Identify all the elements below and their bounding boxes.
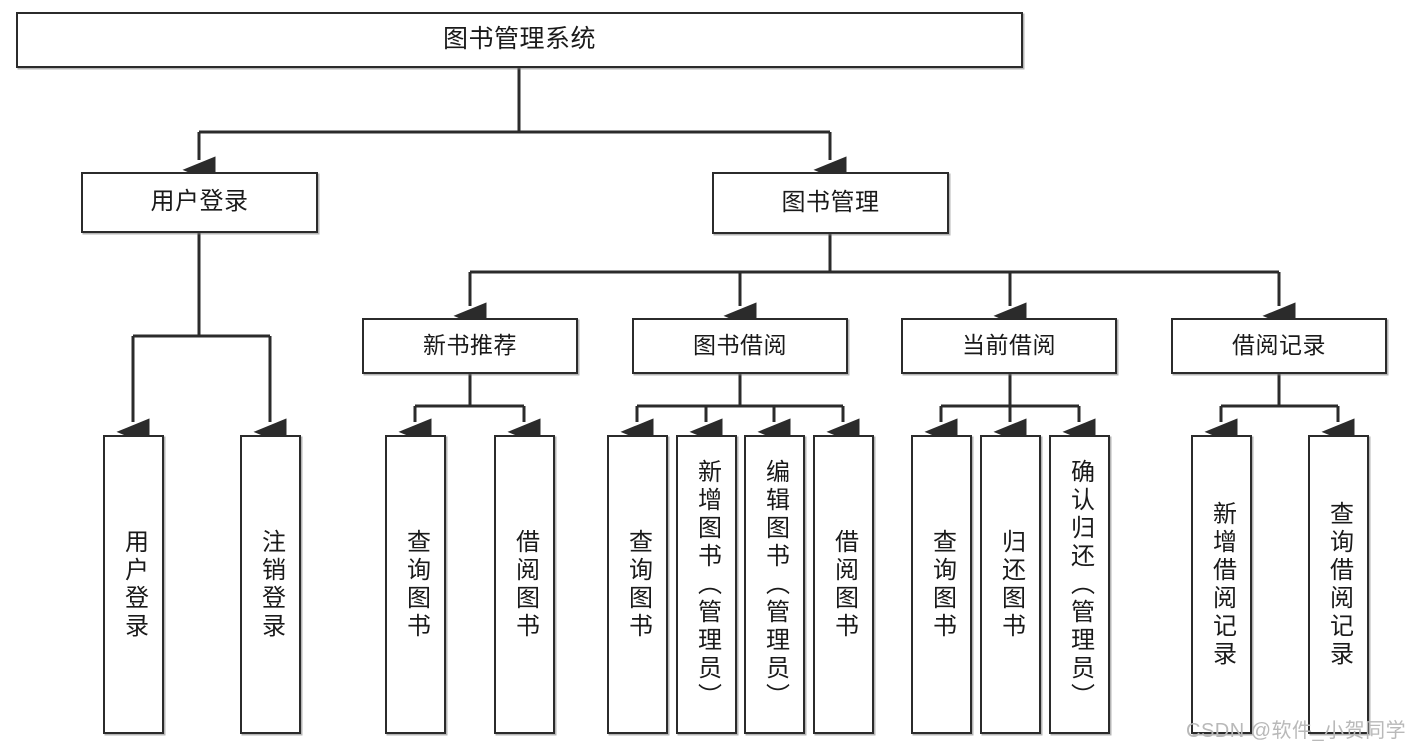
node-label: 借阅图书 bbox=[511, 528, 539, 641]
leaf-edit-book-admin[interactable]: 编辑图书（管理员） bbox=[744, 435, 805, 734]
node-label: 用户登录 bbox=[150, 188, 249, 216]
node-label: 归还图书 bbox=[997, 528, 1025, 641]
leaf-query-books-borrow[interactable]: 查询图书 bbox=[607, 435, 668, 734]
leaf-query-books-recommend[interactable]: 查询图书 bbox=[385, 435, 446, 734]
node-current-borrow[interactable]: 当前借阅 bbox=[901, 318, 1117, 374]
leaf-borrow-books-recommend[interactable]: 借阅图书 bbox=[494, 435, 555, 734]
leaf-logout[interactable]: 注销登录 bbox=[240, 435, 301, 734]
csdn-watermark: CSDN @软件_小贺同学 bbox=[1186, 720, 1405, 742]
leaf-return-books[interactable]: 归还图书 bbox=[980, 435, 1041, 734]
node-label: 确认归还（管理员） bbox=[1066, 458, 1094, 711]
node-label: 查询借阅记录 bbox=[1325, 500, 1353, 669]
node-label: 注销登录 bbox=[257, 528, 285, 641]
node-label: 图书管理 bbox=[781, 188, 880, 216]
node-label: 图书借阅 bbox=[693, 332, 787, 359]
node-label: 查询图书 bbox=[402, 528, 430, 641]
node-label: 新增借阅记录 bbox=[1208, 500, 1236, 669]
node-borrow-records[interactable]: 借阅记录 bbox=[1171, 318, 1387, 374]
node-label: 用户登录 bbox=[120, 528, 148, 641]
node-label: 借阅记录 bbox=[1232, 332, 1326, 359]
leaf-query-borrow-record[interactable]: 查询借阅记录 bbox=[1308, 435, 1369, 734]
node-label: 借阅图书 bbox=[830, 528, 858, 641]
node-new-book-recommend[interactable]: 新书推荐 bbox=[362, 318, 578, 374]
leaf-add-borrow-record[interactable]: 新增借阅记录 bbox=[1191, 435, 1252, 734]
node-label: 查询图书 bbox=[928, 528, 956, 641]
leaf-confirm-return-admin[interactable]: 确认归还（管理员） bbox=[1049, 435, 1110, 734]
node-label: 新增图书（管理员） bbox=[693, 458, 721, 711]
node-label: 图书管理系统 bbox=[442, 25, 596, 54]
node-book-management[interactable]: 图书管理 bbox=[712, 172, 949, 234]
node-label: 查询图书 bbox=[624, 528, 652, 641]
leaf-borrow-books[interactable]: 借阅图书 bbox=[813, 435, 874, 734]
node-book-borrow[interactable]: 图书借阅 bbox=[632, 318, 848, 374]
leaf-user-login[interactable]: 用户登录 bbox=[103, 435, 164, 734]
node-root-library-system[interactable]: 图书管理系统 bbox=[16, 12, 1023, 68]
node-label: 新书推荐 bbox=[423, 332, 517, 359]
leaf-add-book-admin[interactable]: 新增图书（管理员） bbox=[676, 435, 737, 734]
node-user-login[interactable]: 用户登录 bbox=[81, 172, 318, 233]
node-label: 编辑图书（管理员） bbox=[761, 458, 789, 711]
leaf-query-books-current[interactable]: 查询图书 bbox=[911, 435, 972, 734]
node-label: 当前借阅 bbox=[962, 332, 1056, 359]
